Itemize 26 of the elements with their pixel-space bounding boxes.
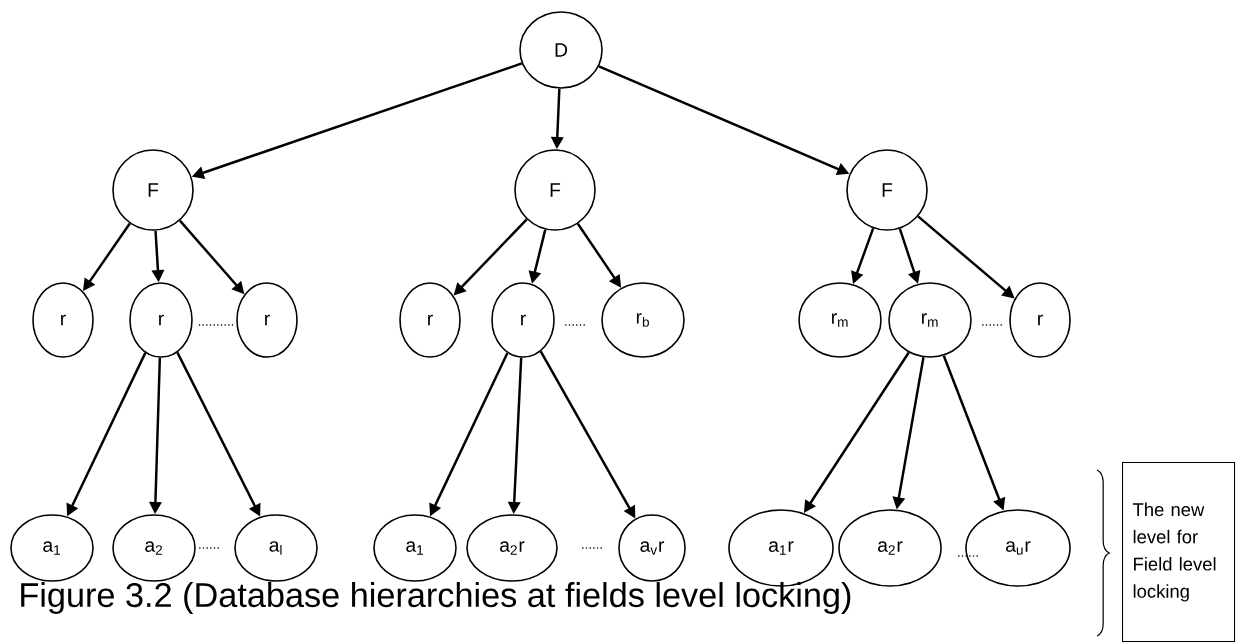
ellipse-node: a$_{1}$: [10, 514, 94, 582]
ellipse-node: a$_{v}$r: [618, 514, 686, 582]
ellipse-node: r$_{m}$: [888, 282, 972, 358]
ellipse-node: a$_{1}$: [373, 514, 457, 582]
ellipsis-dots: ......: [982, 324, 1002, 326]
ellipsis-dots: ......: [958, 555, 978, 557]
note-box: The new level for Field level locking: [1122, 462, 1236, 642]
ellipse-node: r$_{m}$: [798, 282, 882, 358]
ellipse-node: F: [112, 149, 194, 231]
ellipse-node: F: [846, 149, 928, 231]
ellipse-node: a$_{2}$: [112, 514, 196, 582]
ellipse-node: F: [514, 149, 596, 231]
ellipse-node: a$_{2}$r: [466, 514, 558, 582]
ellipse-node: r: [32, 282, 94, 358]
ellipse-node: r: [129, 282, 193, 358]
ellipse-node: r: [399, 282, 461, 358]
ellipse-node: r: [491, 282, 555, 358]
ellipsis-dots: ......: [582, 547, 602, 549]
ellipse-node: r: [236, 282, 298, 358]
ellipse-node: r: [1009, 282, 1071, 358]
ellipse-node: a$_{l}$: [234, 514, 318, 582]
ellipsis-dots: ......: [199, 547, 219, 549]
ellipsis-dots: ..........: [198, 324, 234, 326]
ellipse-node: D: [519, 11, 603, 89]
ellipsis-dots: ......: [565, 324, 585, 326]
ellipse-node: r$_{b}$: [601, 282, 685, 358]
